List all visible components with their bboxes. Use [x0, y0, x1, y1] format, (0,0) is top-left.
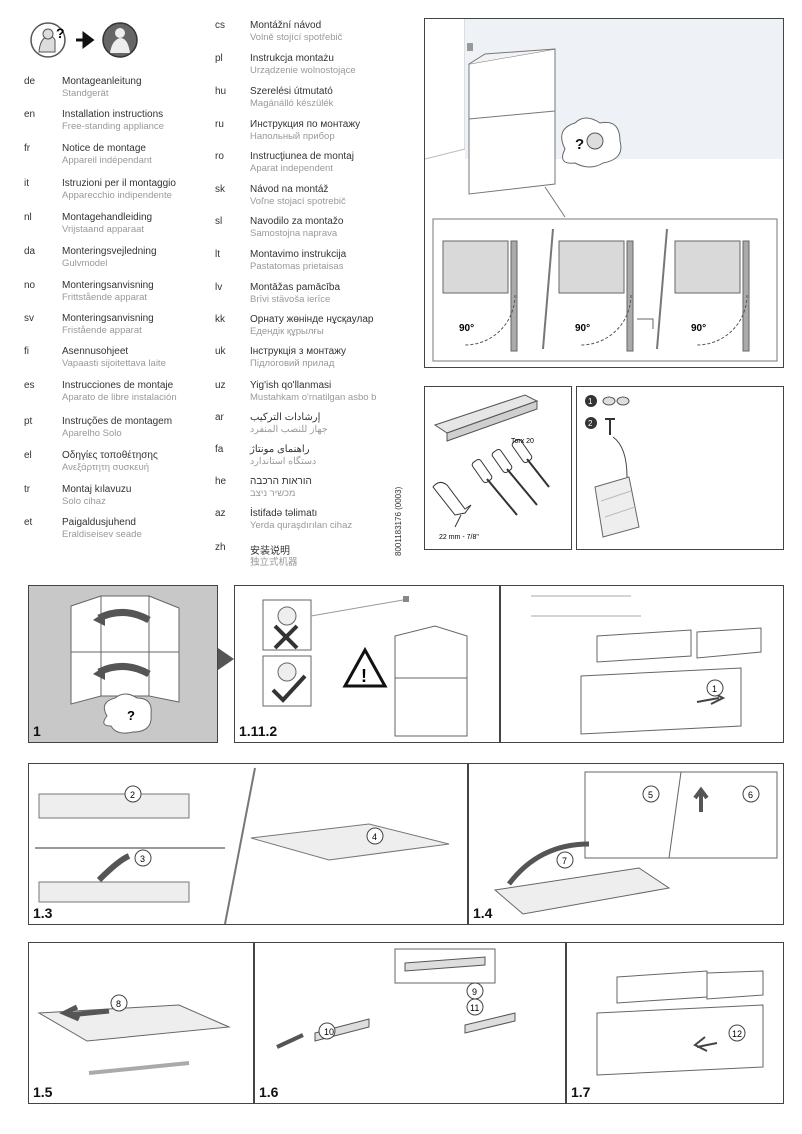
- step-number: 1.4: [473, 905, 493, 921]
- drawer-insert-illustration: 12: [596, 970, 764, 1076]
- part-number: 2: [588, 419, 593, 428]
- callout-number: 9: [472, 987, 477, 997]
- shelf-frame-illustration: 5 6 7: [493, 771, 778, 915]
- svg-text:!: !: [361, 666, 367, 686]
- parts-panel: 1 2: [576, 386, 784, 550]
- screwdriver-icon: [471, 438, 550, 516]
- step-number: 1.11.2: [239, 723, 278, 739]
- step-number: 1.7: [571, 1084, 591, 1100]
- screw-icon: [605, 418, 615, 435]
- rail-adjust-panel: 9 10 11 1.6: [254, 942, 566, 1104]
- clearance-view-3: 90°: [674, 240, 750, 352]
- torx-label: Torx 20: [511, 438, 534, 445]
- shelf-insert-panel: 8 1.5: [28, 942, 254, 1104]
- wrench-size-label: 22 mm - 7/8": [439, 534, 479, 541]
- tools-panel: Torx 20 22 mm - 7/8": [424, 386, 572, 550]
- step-number: 1.5: [33, 1084, 53, 1100]
- installation-overview-panel: ? 90° 90° 90°: [424, 18, 784, 368]
- remove-drawers-panel: 1: [500, 585, 784, 743]
- angle-label: 90°: [459, 323, 474, 334]
- socket-icon: [403, 596, 409, 602]
- callout-number: 2: [130, 790, 135, 800]
- step-1-panel: ? 1: [28, 585, 218, 743]
- parts-bag-icon: [594, 476, 640, 538]
- callout-number: 1: [712, 684, 717, 694]
- clearance-view-2: 90°: [558, 240, 654, 352]
- check-icon: [271, 674, 307, 703]
- step-number: 1: [33, 723, 41, 739]
- callout-number: 12: [732, 1029, 742, 1039]
- open-doors-illustration: ?: [70, 595, 180, 734]
- callout-number: 4: [372, 832, 377, 842]
- callout-number: 7: [562, 856, 567, 866]
- fridge-icon: [394, 625, 468, 737]
- drawer-removal-illustration: 1: [531, 595, 762, 735]
- part-number: 1: [588, 397, 593, 406]
- rail-adjust-illustration: 9 10 11: [276, 948, 516, 1049]
- angle-label: 90°: [575, 323, 590, 334]
- shelf-removal-panel: 2 3 4 1.3: [28, 763, 468, 925]
- warning-icon: [342, 646, 388, 688]
- wrench-icon: [432, 481, 472, 516]
- step-number: 1.6: [259, 1084, 279, 1100]
- step-number: 1.3: [33, 905, 53, 921]
- callout-number: 10: [324, 1027, 334, 1037]
- shelf-frame-removal-panel: 5 6 7 1.4: [468, 763, 784, 925]
- callout-number: 8: [116, 999, 121, 1009]
- callout-number: 3: [140, 854, 145, 864]
- shelf-insert-illustration: 8: [37, 994, 231, 1075]
- drawer-insert-panel: 12 1.7: [566, 942, 784, 1104]
- socket-icon: [467, 43, 473, 51]
- next-step-arrow-icon: [218, 648, 234, 670]
- angle-label: 90°: [691, 323, 706, 334]
- svg-text:?: ?: [127, 708, 135, 723]
- read-instructions-icon: ?: [30, 22, 138, 58]
- callout-number: 5: [648, 790, 653, 800]
- step-1-11-2-panel: ! 1.11.2: [234, 585, 500, 743]
- document-code: 8001183176 (0003): [394, 486, 403, 556]
- unplug-cross-icon: [273, 624, 299, 650]
- svg-text:?: ?: [56, 25, 65, 41]
- cap-icon: [616, 396, 630, 406]
- callout-number: 6: [748, 790, 753, 800]
- clearance-view-1: 90°: [442, 240, 518, 352]
- callout-number: 11: [470, 1003, 479, 1013]
- cap-icon: [602, 396, 616, 406]
- shelf-removal-illustration: 2 3 4: [35, 767, 450, 924]
- svg-text:?: ?: [575, 136, 584, 153]
- fridge-door-clearance-illustration: ? 90° 90° 90°: [425, 19, 783, 362]
